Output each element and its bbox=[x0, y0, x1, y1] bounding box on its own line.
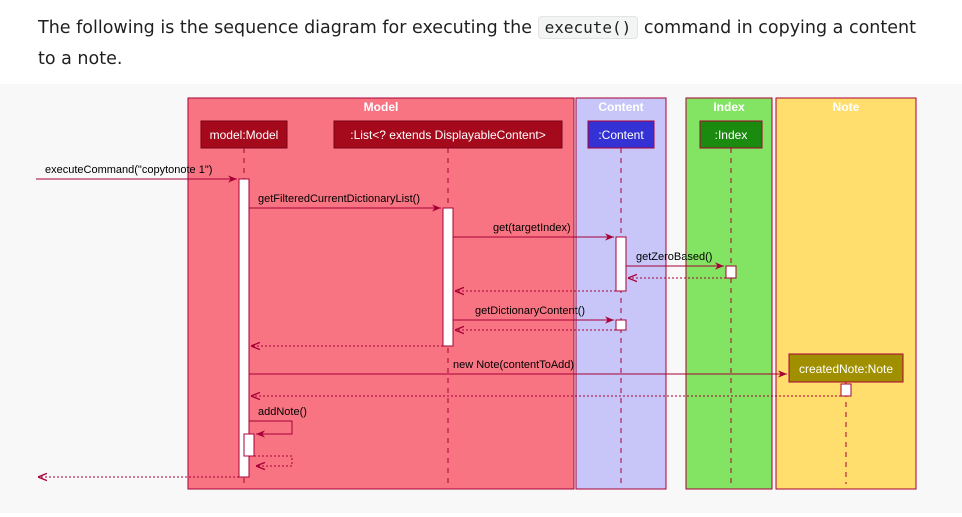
note-group-title: Note bbox=[833, 100, 860, 114]
index-participant-label: :Index bbox=[715, 128, 748, 142]
index-activation-bar bbox=[725, 265, 737, 279]
list-participant-label: :List<? extends DisplayableContent> bbox=[350, 128, 545, 142]
get-filtered-label: getFilteredCurrentDictionaryList() bbox=[258, 193, 420, 205]
content-participant-label: :Content bbox=[598, 128, 644, 142]
model-participant-label: model:Model bbox=[210, 128, 279, 142]
content-participant bbox=[587, 120, 655, 149]
list-participant bbox=[333, 120, 563, 149]
get-dictionary-content-label: getDictionaryContent() bbox=[475, 305, 585, 317]
index-group-box bbox=[685, 97, 773, 490]
intro-paragraph: The following is the sequence diagram fo… bbox=[38, 12, 938, 75]
intro-text-before: The following is the sequence diagram fo… bbox=[38, 18, 532, 38]
inline-code-execute: execute() bbox=[537, 16, 639, 39]
content-group-box bbox=[575, 97, 667, 490]
model-group-title: Model bbox=[364, 100, 399, 114]
index-group-title: Index bbox=[713, 100, 745, 114]
model-participant bbox=[200, 120, 288, 149]
index-participant bbox=[699, 120, 763, 149]
model-activation-bar bbox=[238, 178, 250, 478]
add-note-self-return bbox=[254, 455, 293, 466]
sequence-diagram: Model Content Index Note model:Model :Li… bbox=[36, 97, 917, 490]
get-target-index-label: get(targetIndex) bbox=[493, 222, 571, 234]
execute-command-label: executeCommand("copytonote 1") bbox=[45, 164, 212, 176]
content-activation-bar bbox=[615, 236, 627, 292]
note-group-box bbox=[775, 97, 917, 490]
note-participant bbox=[788, 353, 904, 383]
note-activation-bar bbox=[840, 383, 852, 397]
sequence-diagram-panel: Model Content Index Note model:Model :Li… bbox=[0, 84, 962, 513]
add-note-self-arrow bbox=[249, 420, 293, 438]
model-group-box bbox=[187, 97, 575, 490]
add-note-label: addNote() bbox=[258, 406, 307, 418]
list-activation-bar bbox=[442, 207, 454, 347]
content-group-title: Content bbox=[598, 100, 643, 114]
intro-text-after: command in copying a content to a note. bbox=[38, 18, 916, 69]
new-note-label: new Note(contentToAdd) bbox=[453, 359, 574, 371]
model-nested-activation-bar bbox=[243, 433, 255, 457]
content-activation-bar-2 bbox=[615, 319, 627, 331]
get-zero-based-label: getZeroBased() bbox=[636, 251, 712, 263]
note-participant-label: createdNote:Note bbox=[799, 362, 893, 376]
